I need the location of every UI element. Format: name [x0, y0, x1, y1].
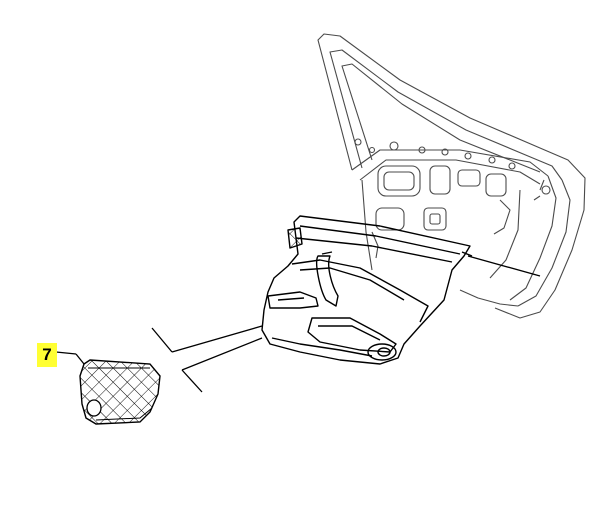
door-trim-panel [261, 215, 473, 365]
part-number-callout: 7 [37, 343, 57, 367]
door-shell-frame [317, 33, 586, 319]
speaker-grille-round-opening [86, 399, 102, 417]
leader-lines [55, 255, 541, 393]
speaker-grille-part [79, 359, 161, 425]
